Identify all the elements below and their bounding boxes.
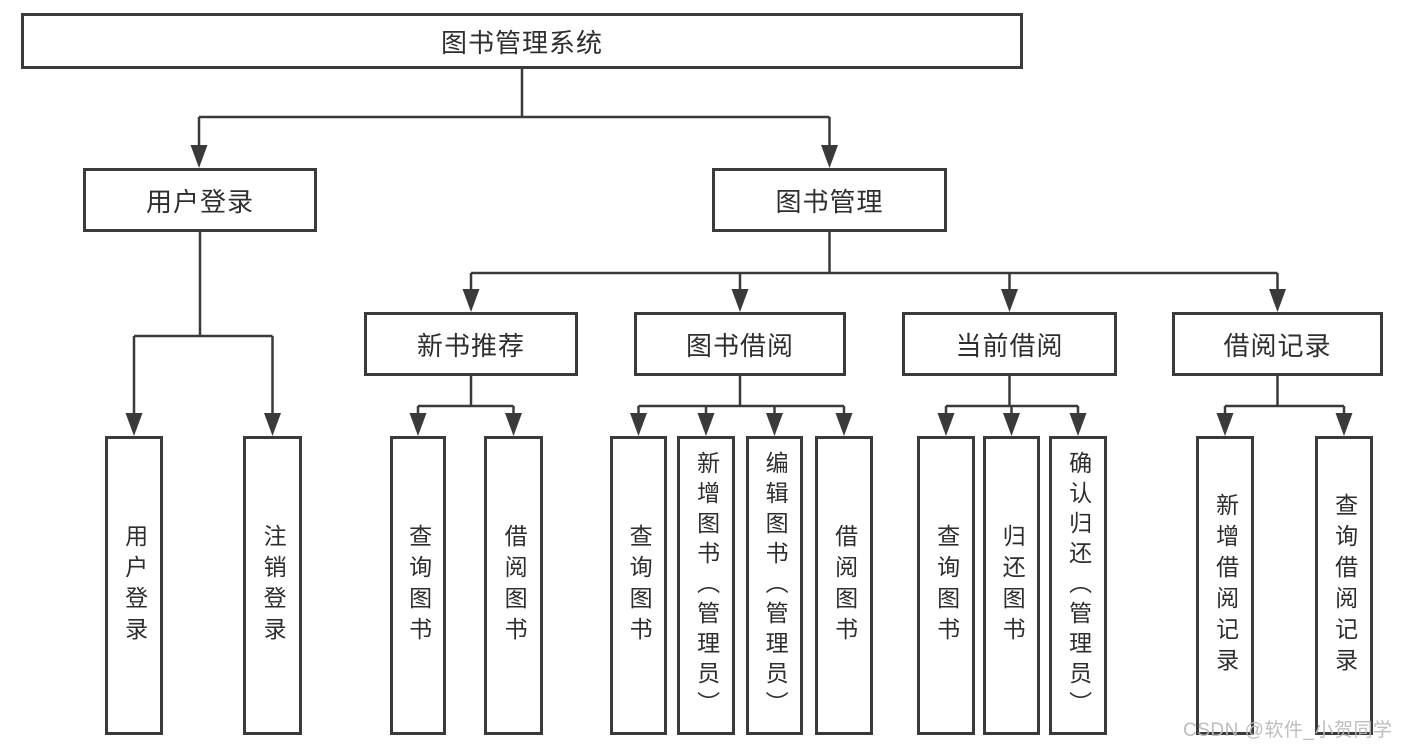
leaf-borrowing-borrow-books-label: 借阅图书 [831,523,858,648]
arrow-down-icon [1003,413,1020,436]
leaf-logout: 注销登录 [243,436,302,735]
node-library-system-label: 图书管理系统 [440,27,603,58]
arrow-down-icon [766,413,783,436]
leaf-recommend-borrow-books: 借阅图书 [484,436,543,735]
connector-borrowing-records-children [1216,376,1353,436]
arrow-down-icon [697,413,715,436]
arrow-down-icon [1335,413,1353,436]
connector-root-to-level2 [190,69,838,168]
arrow-down-icon [937,413,955,436]
leaf-current-confirm-return-admin-label: 确认归还（管理员） [1065,450,1092,721]
node-book-management: 图书管理 [712,168,947,232]
leaf-recommend-borrow-books-label: 借阅图书 [501,523,528,648]
leaf-current-query-books-label: 查询图书 [933,523,960,648]
node-borrowing-records-label: 借阅记录 [1223,330,1332,361]
arrow-down-icon [630,413,647,436]
leaf-user-login-label: 用户登录 [121,523,148,648]
leaf-records-query-borrow-record: 查询借阅记录 [1315,436,1373,735]
arrow-down-icon [505,413,522,436]
arrow-down-icon [835,413,853,436]
leaf-records-add-borrow-record: 新增借阅记录 [1196,436,1254,735]
leaf-records-add-borrow-record-label: 新增借阅记录 [1212,492,1239,679]
arrow-down-icon [1269,289,1286,312]
node-current-borrowing: 当前借阅 [902,312,1117,376]
arrow-down-icon [264,413,281,436]
leaf-borrowing-add-books-admin: 新增图书（管理员） [677,436,735,735]
arrow-down-icon [731,289,749,312]
leaf-borrowing-edit-books-admin: 编辑图书（管理员） [746,436,803,735]
leaf-borrowing-query-books: 查询图书 [610,436,667,735]
arrow-down-icon [125,413,143,436]
arrow-down-icon [409,413,427,436]
leaf-recommend-query-books-label: 查询图书 [405,523,432,648]
node-book-management-label: 图书管理 [775,186,884,217]
node-library-system: 图书管理系统 [21,13,1023,69]
leaf-recommend-query-books: 查询图书 [390,436,446,735]
leaf-user-login: 用户登录 [105,436,163,735]
node-user-login: 用户登录 [83,168,317,232]
leaf-records-query-borrow-record-label: 查询借阅记录 [1331,492,1358,679]
node-book-borrowing-label: 图书借阅 [685,330,794,361]
arrow-down-icon [1069,413,1087,436]
leaf-borrowing-edit-books-admin-label: 编辑图书（管理员） [762,450,789,721]
arrow-down-icon [190,145,208,168]
node-book-borrowing: 图书借阅 [634,312,846,376]
connector-user-login-children [125,232,281,436]
arrow-down-icon [821,145,838,168]
leaf-logout-label: 注销登录 [260,523,287,648]
arrow-down-icon [1216,413,1234,436]
leaf-borrowing-borrow-books: 借阅图书 [815,436,873,735]
connector-new-book-children [409,376,522,436]
csdn-watermark: CSDN @软件_小贺同学 [1183,720,1393,741]
node-new-book-recommendation: 新书推荐 [364,312,578,376]
leaf-current-confirm-return-admin: 确认归还（管理员） [1049,436,1107,735]
node-new-book-recommendation-label: 新书推荐 [416,330,525,361]
connector-current-borrowing-children [937,376,1087,436]
connector-book-management-children [462,232,1286,312]
connector-book-borrowing-children [630,376,853,436]
leaf-borrowing-add-books-admin-label: 新增图书（管理员） [693,450,720,721]
leaf-current-query-books: 查询图书 [917,436,975,735]
node-borrowing-records: 借阅记录 [1172,312,1383,376]
leaf-borrowing-query-books-label: 查询图书 [626,523,653,648]
node-current-borrowing-label: 当前借阅 [955,330,1064,361]
arrow-down-icon [1001,289,1018,312]
arrow-down-icon [462,289,480,312]
node-user-login-label: 用户登录 [145,186,254,217]
leaf-current-return-books: 归还图书 [983,436,1040,735]
leaf-current-return-books-label: 归还图书 [999,523,1026,648]
